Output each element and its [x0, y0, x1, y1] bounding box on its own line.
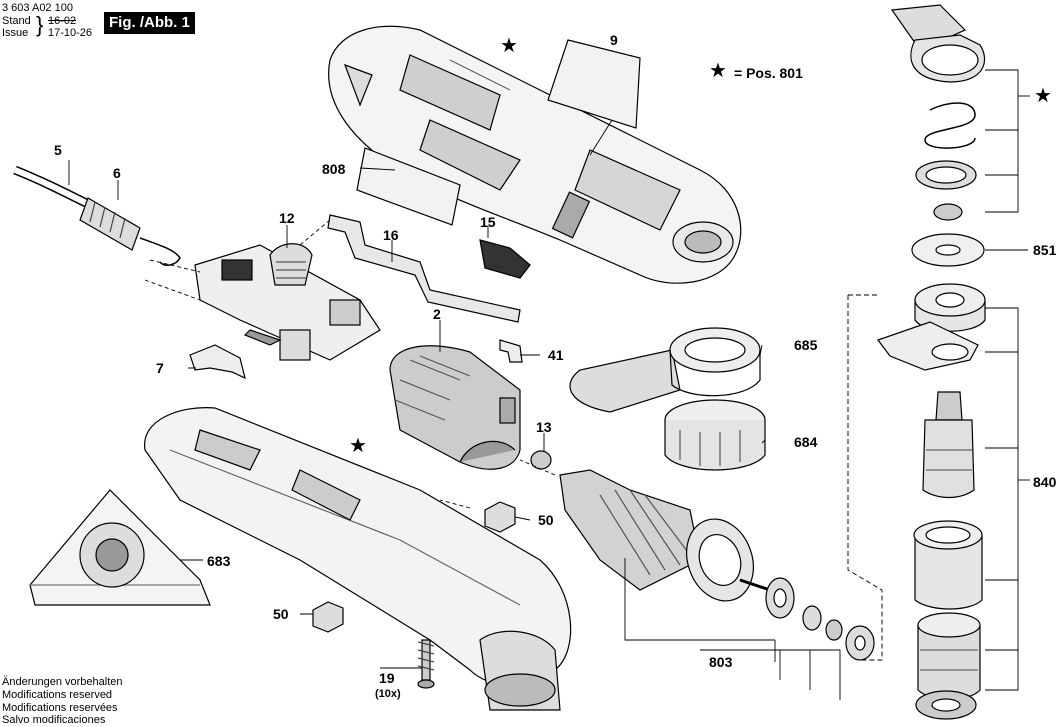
part-label-851: 851: [1033, 242, 1057, 258]
bracket-7: [189, 344, 246, 380]
housing-shell-shape: [144, 407, 572, 711]
part-label-19: 19: [379, 670, 395, 686]
star-head-icon: ★: [1034, 85, 1052, 107]
spindle-840: [922, 391, 975, 499]
part-label-19-quantity: (10x): [375, 688, 401, 700]
nut-50-upper: [484, 501, 516, 533]
part-label-9: 9: [610, 32, 618, 48]
brace-glyph: }: [36, 12, 44, 37]
stator-shape: [389, 345, 521, 470]
housing-cover-shape: [328, 25, 742, 284]
quick-clamp-lever: [890, 4, 986, 83]
star-housing-shell-icon: ★: [349, 435, 367, 457]
part-label-684: 684: [794, 434, 818, 450]
part-label-683: 683: [207, 553, 231, 569]
part-label-12: 12: [279, 210, 295, 226]
part-label-15: 15: [480, 214, 496, 230]
slide-switch-16: [327, 214, 521, 323]
ring-2: [825, 619, 843, 641]
label-film-9: [547, 39, 641, 129]
bearing-1-inner: [773, 588, 787, 608]
part-label-5: 5: [54, 142, 62, 158]
footer-line-fr: Modifications reservées: [2, 702, 118, 714]
lock-washer: [933, 203, 963, 221]
footer-line-en: Modifications reserved: [2, 689, 113, 701]
doc-number: 3 603 A02 100: [2, 2, 73, 14]
star-housing-top-icon: ★: [500, 35, 518, 57]
part-label-803: 803: [709, 654, 733, 670]
part-label-41: 41: [548, 347, 564, 363]
ring-top-inner: [925, 166, 967, 184]
washer-851-inner: [935, 244, 961, 256]
footer-line-de: Änderungen vorbehalten: [2, 676, 123, 688]
spring: [924, 102, 976, 149]
part-label-840: 840: [1033, 474, 1057, 490]
part-label-50-upper: 50: [538, 512, 554, 528]
part-label-2: 2: [433, 306, 441, 322]
bracket-plate-hole: [931, 343, 969, 361]
part-label-808: 808: [322, 161, 346, 177]
cord-and-sleeve-shape: [13, 165, 181, 266]
legend-star-icon: ★: [709, 60, 727, 82]
label-film-808: [356, 147, 461, 226]
date-old: 16-02: [48, 15, 77, 27]
issue-label: Issue: [2, 27, 29, 39]
spindle-bottom: [915, 612, 981, 720]
part-label-6: 6: [113, 165, 121, 181]
ring-1: [802, 605, 822, 631]
figure-label: Fig. /Abb. 1: [104, 12, 195, 34]
button-15: [479, 239, 531, 279]
part-label-16: 16: [383, 227, 399, 243]
legend-text: = Pos. 801: [734, 65, 803, 81]
sanding-plate-683: [29, 489, 211, 606]
dust-adapter-685: [569, 327, 761, 413]
date-new: 17-10-26: [48, 27, 93, 39]
part-label-7: 7: [156, 360, 164, 376]
part-label-50-lower: 50: [273, 606, 289, 622]
stand-label: Stand: [2, 15, 31, 27]
armature-803: [559, 469, 771, 602]
switch-board-shape: [194, 243, 381, 361]
leader-lines: [68, 69, 1030, 700]
clip-41: [499, 339, 523, 363]
footer-line-es: Salvo modificaciones: [2, 714, 106, 726]
retainer-684: [664, 399, 766, 471]
part-label-685: 685: [794, 337, 818, 353]
screw-19: [417, 639, 435, 689]
part-label-13: 13: [536, 419, 552, 435]
bearing-2-inner: [854, 635, 866, 651]
nut-50-lower: [312, 601, 344, 633]
sleeve-lower: [913, 520, 983, 610]
